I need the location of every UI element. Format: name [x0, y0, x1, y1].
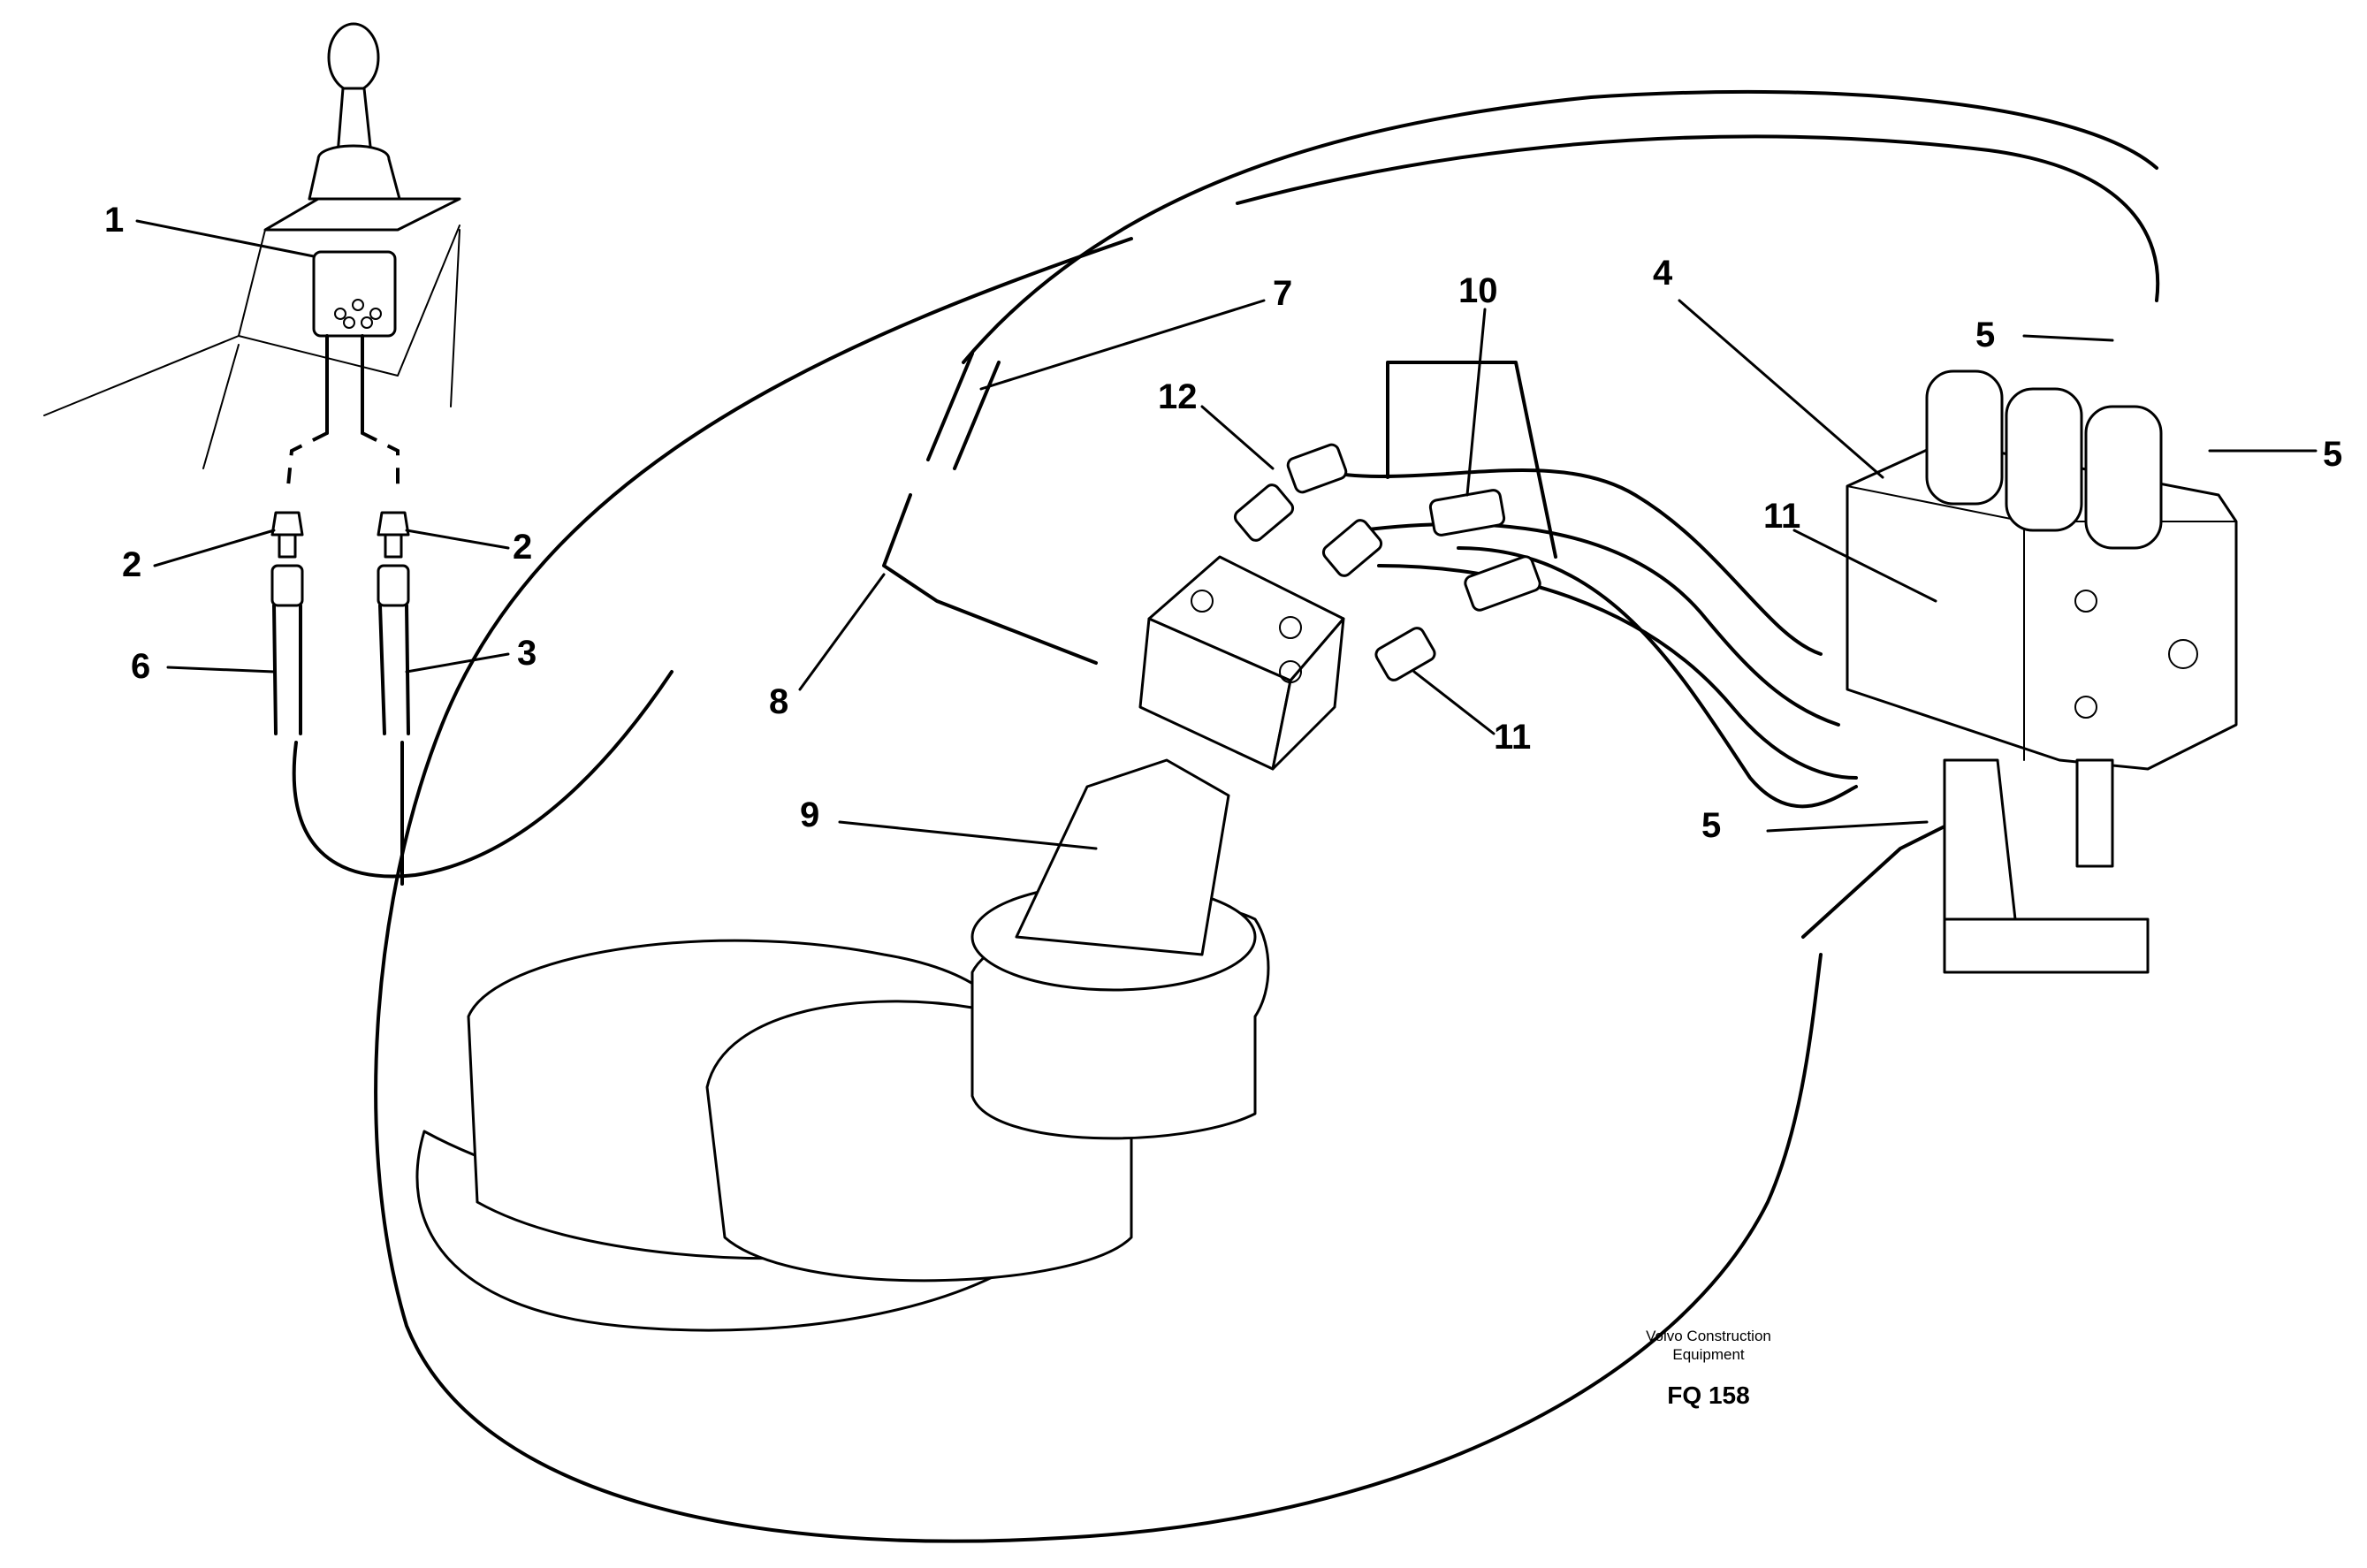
hose-11-lower — [1457, 546, 1858, 809]
callout-5-top: 5 — [1975, 316, 1995, 354]
hose-5-lower — [1801, 820, 1955, 939]
callout-3: 3 — [517, 634, 537, 673]
callout-2-left: 2 — [122, 545, 141, 584]
return-hose-loop — [374, 237, 1823, 1543]
rotator-base — [415, 758, 1270, 1332]
callout-6: 6 — [131, 647, 150, 686]
hose-6 — [272, 604, 302, 735]
joystick-hose-loop — [292, 670, 674, 879]
hose-8 — [882, 493, 1098, 665]
callout-11-right: 11 — [1763, 497, 1800, 536]
hose-3 — [378, 604, 410, 735]
hose-7 — [926, 352, 1001, 470]
joystick-valve — [43, 22, 461, 496]
callout-4: 4 — [1653, 254, 1673, 293]
upper-hose-arc-2 — [1236, 134, 2160, 302]
callout-5-lower: 5 — [1701, 806, 1721, 845]
callout-7: 7 — [1273, 274, 1292, 313]
callout-5-right: 5 — [2323, 435, 2342, 474]
caption-line-1: Volvo Construction — [1646, 1328, 1771, 1344]
fitting-right — [377, 511, 410, 607]
callout-9: 9 — [800, 795, 819, 834]
control-valve-block — [1846, 369, 2238, 974]
callout-8: 8 — [769, 682, 788, 721]
leader-lines — [135, 219, 2318, 850]
upper-hose-arc — [962, 89, 2158, 364]
swivel-block — [1138, 555, 1345, 771]
callout-1: 1 — [104, 201, 124, 240]
fitting-group-12 — [1233, 443, 1541, 681]
hose-to-block-2 — [1359, 522, 1840, 727]
bracket-10 — [1386, 361, 1557, 559]
fitting-left — [270, 511, 304, 607]
caption-line-2: Equipment — [1672, 1346, 1745, 1363]
callout-11-center: 11 — [1494, 718, 1531, 757]
callout-10: 10 — [1458, 271, 1498, 310]
callout-12: 12 — [1158, 377, 1198, 416]
callout-2-right: 2 — [513, 528, 532, 567]
hose-to-block-3 — [1377, 564, 1858, 780]
hose-to-block — [1306, 467, 1823, 656]
figure-code: FQ 158 — [1667, 1382, 1749, 1409]
